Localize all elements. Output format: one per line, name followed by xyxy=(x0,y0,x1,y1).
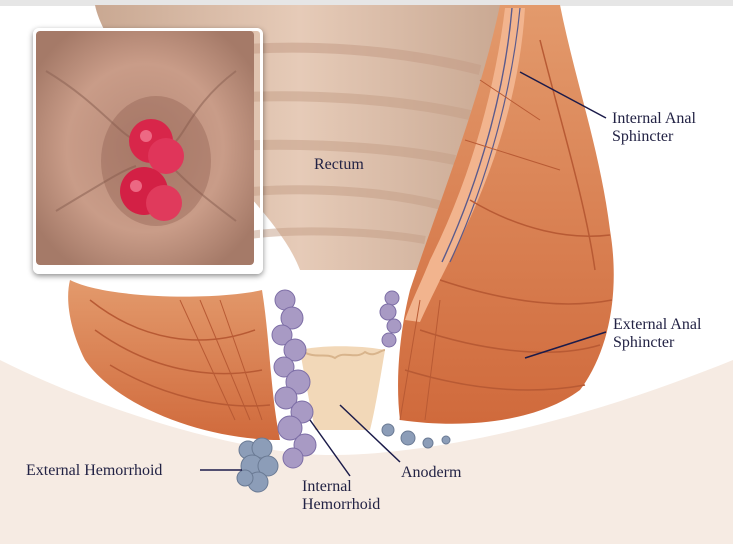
anoderm xyxy=(300,346,385,430)
label-rectum: Rectum xyxy=(314,156,364,174)
label-external-hemorrhoid: External Hemorrhoid xyxy=(26,462,162,480)
label-internal-anal-sphincter: Internal Anal Sphincter xyxy=(612,110,696,146)
label-external-anal-sphincter: External Anal Sphincter xyxy=(613,316,701,352)
clinical-photo-inset xyxy=(33,28,263,274)
label-anoderm: Anoderm xyxy=(401,464,461,482)
label-internal-hemorrhoid: Internal Hemorrhoid xyxy=(302,478,380,514)
